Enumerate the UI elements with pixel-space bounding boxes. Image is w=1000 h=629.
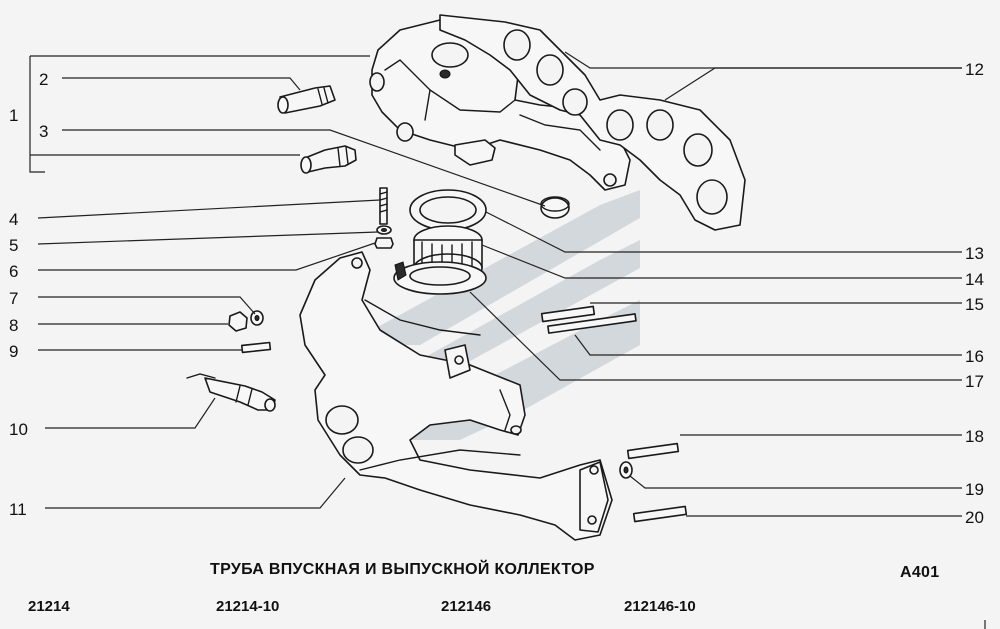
manifold-gasket bbox=[439, 14, 746, 231]
callout-labels: 1 2 3 4 5 6 7 8 9 10 11 12 13 14 15 16 1… bbox=[9, 60, 984, 527]
variant-212146-10: 212146-10 bbox=[624, 598, 696, 615]
nut-8 bbox=[228, 311, 248, 332]
callout-5: 5 bbox=[9, 236, 18, 255]
callout-6: 6 bbox=[9, 262, 18, 281]
callout-17: 17 bbox=[965, 372, 984, 391]
callout-3: 3 bbox=[39, 122, 48, 141]
callout-15: 15 bbox=[965, 295, 984, 314]
callout-8: 8 bbox=[9, 316, 18, 335]
variant-21214-10: 21214-10 bbox=[216, 598, 279, 615]
gasket-ring bbox=[409, 189, 487, 231]
plug bbox=[540, 196, 570, 219]
stud-4 bbox=[379, 187, 388, 225]
callout-11: 11 bbox=[9, 500, 27, 519]
callout-7: 7 bbox=[9, 289, 18, 308]
callout-1: 1 bbox=[9, 106, 18, 125]
callout-19: 19 bbox=[965, 480, 984, 499]
variant-21214: 21214 bbox=[28, 598, 70, 615]
stud-16 bbox=[547, 313, 637, 334]
washer-7 bbox=[250, 310, 264, 326]
nut-6 bbox=[374, 237, 394, 249]
stud-20 bbox=[632, 505, 688, 523]
washer-5 bbox=[376, 225, 392, 235]
catalog-code: А401 bbox=[900, 564, 939, 581]
variant-212146: 212146 bbox=[441, 598, 491, 615]
callout-4: 4 bbox=[9, 210, 18, 229]
callout-18: 18 bbox=[965, 427, 984, 446]
flange-gasket-17 bbox=[393, 261, 487, 295]
callout-20: 20 bbox=[965, 508, 984, 527]
callout-9: 9 bbox=[9, 342, 18, 361]
fitting-2 bbox=[277, 85, 336, 114]
fitting-3 bbox=[300, 145, 357, 174]
callout-2: 2 bbox=[39, 70, 48, 89]
leader-lines bbox=[29, 51, 962, 517]
callout-12: 12 bbox=[965, 60, 984, 79]
callout-16: 16 bbox=[965, 347, 984, 366]
stud-18 bbox=[626, 442, 680, 460]
washer-19 bbox=[619, 461, 633, 479]
callout-14: 14 bbox=[965, 270, 984, 289]
callout-10: 10 bbox=[9, 420, 28, 439]
diagram-title: ТРУБА ВПУСКНАЯ И ВЫПУСКНОЙ КОЛЛЕКТОР bbox=[210, 559, 595, 578]
stud-9 bbox=[240, 341, 272, 354]
exhaust-manifold bbox=[299, 251, 613, 541]
stud-15 bbox=[540, 305, 596, 323]
oxygen-sensor bbox=[186, 373, 276, 412]
callout-13: 13 bbox=[965, 244, 984, 263]
